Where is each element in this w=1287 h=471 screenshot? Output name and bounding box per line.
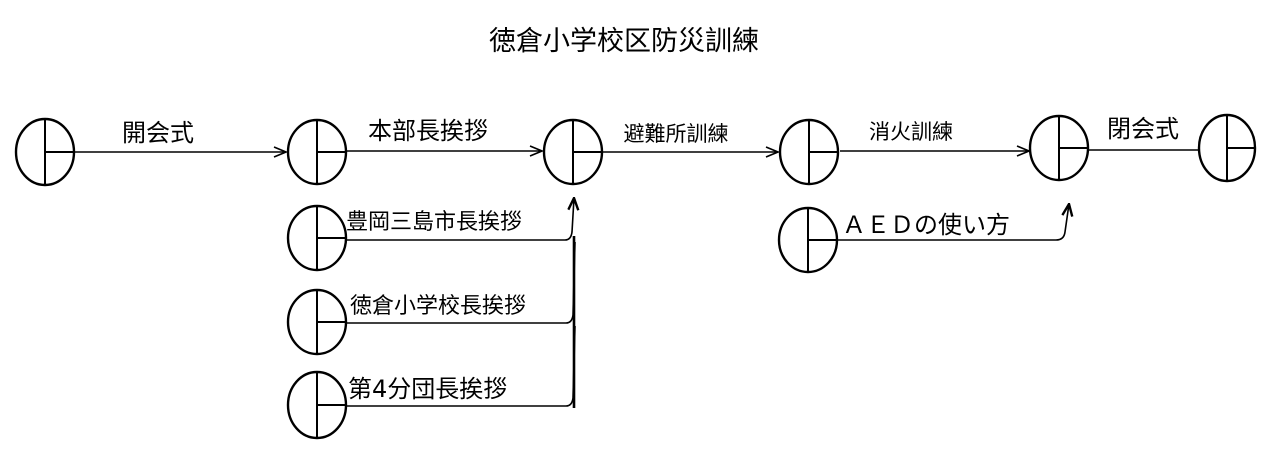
node-evacuation bbox=[542, 118, 604, 186]
label-fire-drill: 消火訓練 bbox=[869, 120, 953, 144]
label-hq-greeting: 本部長挨拶 bbox=[368, 117, 488, 145]
node-principal bbox=[286, 288, 348, 356]
edge-mayor-greeting bbox=[347, 198, 574, 241]
label-mayor-greeting: 豊岡三島市長挨拶 bbox=[346, 210, 522, 235]
node-start bbox=[14, 117, 76, 187]
node-closing bbox=[1028, 114, 1090, 182]
node-mayor bbox=[286, 204, 348, 272]
node-hq bbox=[286, 118, 348, 186]
label-closing: 閉会式 bbox=[1107, 115, 1179, 143]
label-evacuation-drill: 避難所訓練 bbox=[624, 122, 729, 146]
diagram-title: 徳倉小学校区防災訓練 bbox=[489, 26, 759, 57]
label-opening: 開会式 bbox=[122, 119, 194, 147]
label-squad-leader-greeting: 第4分団長挨拶 bbox=[348, 375, 507, 403]
edge-aed-demo bbox=[838, 204, 1069, 241]
label-aed-usage: ＡＥＤの使い方 bbox=[842, 211, 1010, 239]
node-end bbox=[1197, 113, 1257, 183]
node-squad-leader bbox=[286, 370, 348, 440]
node-fire bbox=[778, 118, 840, 186]
node-aed bbox=[777, 206, 839, 274]
label-principal-greeting: 徳倉小学校長挨拶 bbox=[350, 294, 526, 319]
